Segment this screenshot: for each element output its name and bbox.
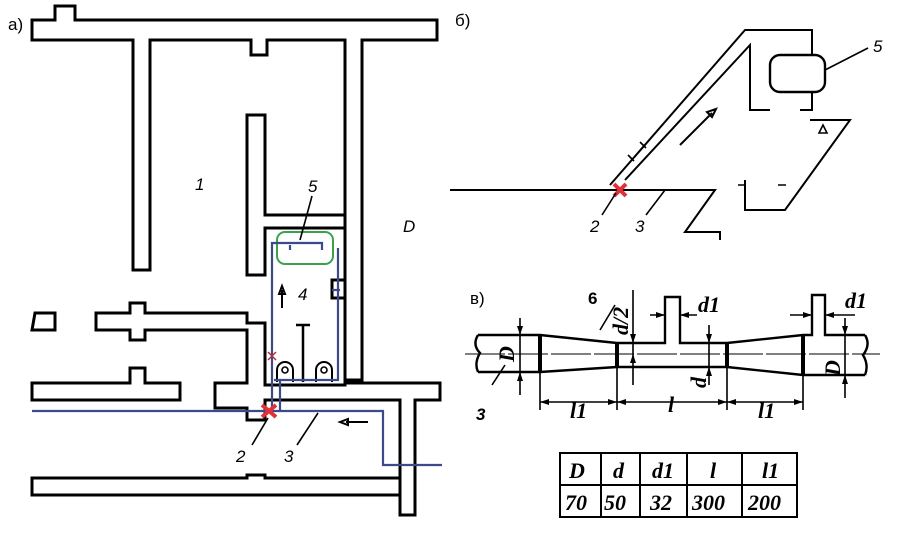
dimension-arrows	[517, 312, 848, 405]
callout-3c: 3	[476, 405, 486, 424]
leader-5	[299, 195, 313, 241]
callout-room-4: 4	[298, 285, 307, 304]
table-cell: 32	[649, 490, 672, 515]
isometric-pipe	[450, 29, 852, 240]
leader-3	[296, 412, 319, 446]
small-valve-icon	[267, 351, 277, 361]
dim-d1-right: d1	[845, 288, 867, 313]
dim-l1-left: l1	[570, 398, 587, 423]
dim-d1-left: d1	[698, 292, 720, 317]
flow-arrow-left	[337, 417, 368, 427]
flow-arrow-up	[277, 283, 287, 308]
wall-top	[30, 4, 439, 382]
table-header: D	[568, 458, 585, 483]
leader-3c	[491, 364, 506, 386]
leader-2b	[601, 192, 617, 216]
table-header: d1	[652, 458, 674, 483]
wall-shaft	[245, 113, 347, 277]
callout-5b: 5	[873, 37, 883, 56]
fixture-stand	[296, 323, 310, 382]
panel-b-label: б)	[455, 11, 470, 30]
heater-fixture-5	[276, 231, 334, 265]
floor-plan: а) 1 D 5 4 2 3	[8, 4, 442, 517]
dim-D-right: D	[820, 360, 845, 377]
dim-d-half: d/2	[608, 307, 633, 335]
dim-l: l	[668, 392, 675, 417]
callout-2: 2	[235, 447, 246, 466]
tank-5	[768, 53, 827, 94]
wc-fixtures	[276, 361, 333, 382]
wall-lower-left	[30, 366, 182, 402]
callout-6: 6	[588, 289, 597, 308]
dim-D-left: D	[494, 346, 519, 363]
table-cell: 70	[565, 490, 587, 515]
table-cell: 50	[604, 490, 626, 515]
panel-a-label: а)	[8, 15, 23, 34]
callout-room-1: 1	[195, 175, 204, 194]
mixer-drawing: в) 6 3 D D d/2 d d1 d1 l1 l l1	[465, 288, 880, 424]
dim-l1-right: l1	[758, 398, 775, 423]
table-header: l	[710, 458, 717, 483]
dimensions-table: D d d1 l l1 70 50 32 300 200	[559, 452, 798, 518]
leader-2	[251, 417, 269, 446]
isometric-scheme: б) 5 2 3	[450, 11, 883, 240]
leader-3b	[645, 189, 666, 216]
valve-icon	[260, 403, 278, 419]
pipe-fittings	[627, 123, 829, 186]
callout-2b: 2	[589, 217, 600, 236]
callout-room-d: D	[403, 217, 415, 236]
flow-arrow-b	[679, 107, 718, 146]
table-header: l1	[762, 458, 779, 483]
table-cell: 200	[747, 490, 781, 515]
table-header: d	[613, 458, 625, 483]
table-cell: 300	[691, 490, 725, 515]
panel-c-label: в)	[470, 289, 485, 308]
callout-3: 3	[284, 447, 294, 466]
wall-block-left	[30, 311, 57, 332]
callout-5: 5	[308, 177, 318, 196]
callout-3b: 3	[635, 217, 645, 236]
dim-d: d	[686, 376, 711, 388]
supply-pipe	[32, 241, 442, 467]
mixer-body	[474, 293, 869, 377]
leader-5b	[824, 47, 869, 71]
wall-bottom	[30, 473, 402, 497]
joints	[538, 335, 805, 375]
wall-middle	[94, 301, 442, 517]
